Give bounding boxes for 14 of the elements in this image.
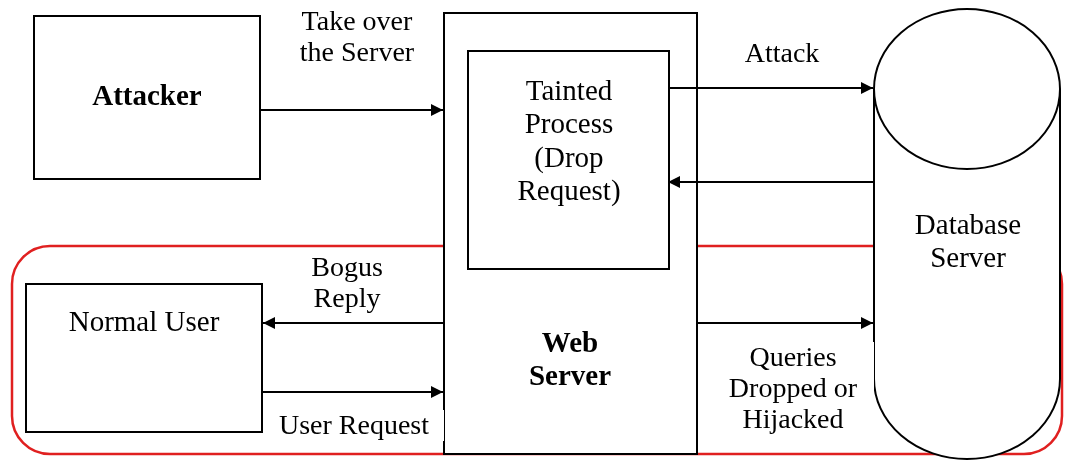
node-label: Normal User [67, 305, 221, 339]
arrow [667, 82, 874, 94]
arrow [697, 317, 874, 329]
node-label: Tainted Process (Drop Request) [516, 74, 622, 208]
node-label: Attacker [91, 79, 203, 113]
actor-box [25, 283, 263, 433]
arrow [262, 386, 444, 398]
arrow [667, 176, 874, 188]
arrow [262, 317, 444, 329]
server-box [443, 12, 698, 455]
process-box [467, 50, 670, 270]
actor-box [33, 15, 261, 180]
arrow [260, 104, 444, 116]
node-label: Web Server [527, 326, 613, 393]
